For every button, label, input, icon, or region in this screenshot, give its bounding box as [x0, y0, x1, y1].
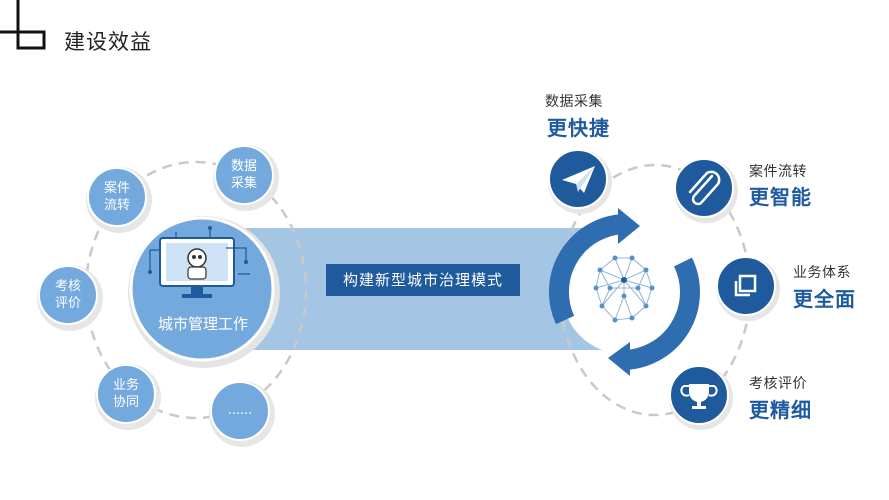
bubble-assessment-text: 考核 评价: [54, 279, 81, 311]
label-data-collect: 数据采集: [545, 94, 603, 110]
label-finer: 更精细: [749, 398, 812, 422]
label-case-flow: 案件流转: [749, 164, 807, 180]
corner-logo-icon: [0, 0, 46, 50]
bubble-collaboration-text: 业务 协同: [112, 378, 139, 410]
icon-circle-clip: [674, 158, 734, 218]
trophy-icon: [680, 384, 718, 409]
paper-plane-icon: [562, 166, 595, 193]
city-management-label: 城市管理工作: [157, 315, 248, 333]
governance-banner: 构建新型城市治理模式: [326, 264, 520, 296]
copy-icon: [734, 274, 757, 297]
cycle-arrows-icon: [548, 214, 700, 370]
label-smarter: 更智能: [749, 185, 812, 209]
bubble-collaboration: [96, 364, 156, 424]
bubble-more-text: ......: [227, 403, 253, 418]
icon-circle-copy: [716, 256, 776, 316]
label-business-system: 业务体系: [793, 265, 851, 281]
bubble-data-collect-text: 数据 采集: [230, 159, 257, 191]
page-title: 建设效益: [64, 30, 152, 54]
network-nodes: [593, 255, 655, 323]
label-faster: 更快捷: [547, 116, 610, 140]
label-comprehensive: 更全面: [793, 287, 856, 311]
bubble-case-flow-text: 案件 流转: [103, 181, 130, 213]
bubble-case-flow: [87, 167, 147, 227]
paperclip-icon: [688, 170, 721, 206]
label-assessment: 考核评价: [749, 376, 807, 392]
monitor-icon: [148, 226, 250, 298]
bubble-assessment: [38, 265, 98, 325]
bubble-more: [210, 381, 270, 441]
bubble-data-collect: [214, 145, 274, 205]
